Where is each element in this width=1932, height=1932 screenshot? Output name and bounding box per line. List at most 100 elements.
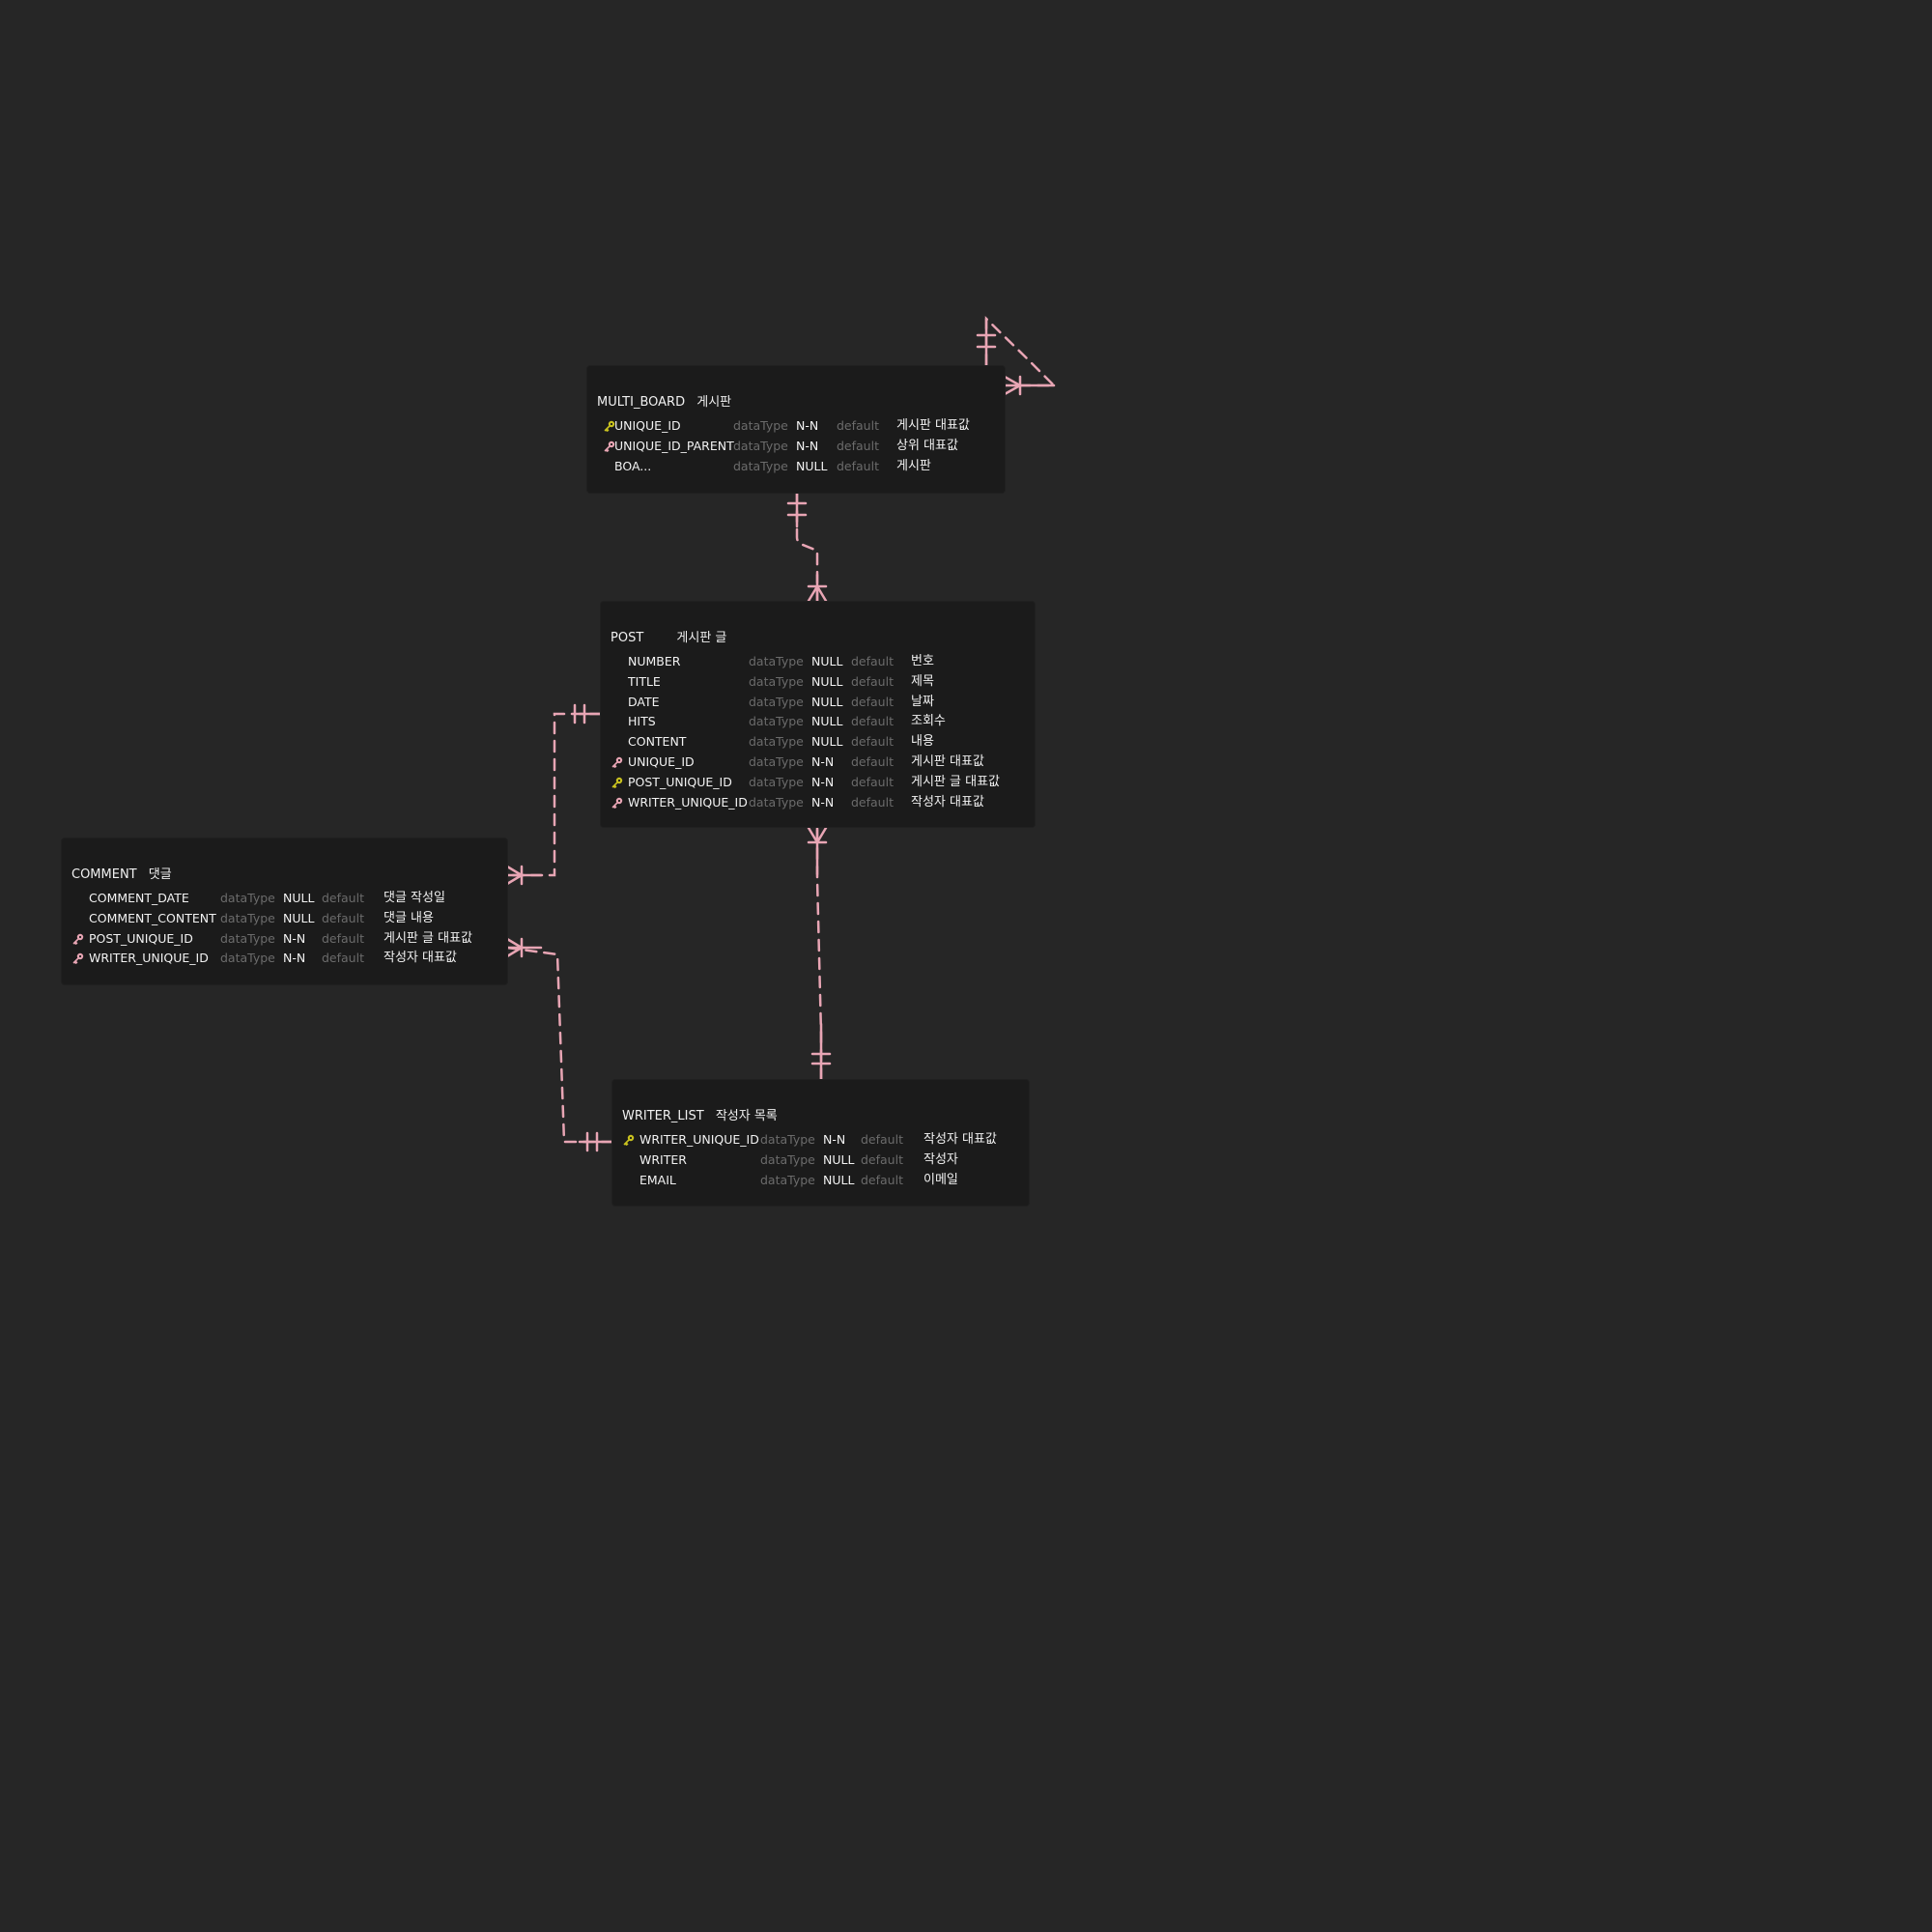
column-default[interactable]: default [837,458,879,473]
column-row[interactable]: DATE dataType NULL default 날짜 [601,693,1035,712]
column-nullable[interactable]: NULL [823,1172,855,1187]
column-name[interactable]: UNIQUE_ID [614,418,681,433]
column-name[interactable]: COMMENT_CONTENT [89,910,216,925]
column-comment[interactable]: 댓글 내용 [384,910,434,925]
column-name[interactable]: WRITER [639,1151,687,1167]
column-comment[interactable]: 게시판 대표값 [896,418,970,433]
column-comment[interactable]: 게시판 [896,458,931,473]
column-nullable[interactable]: NULL [796,458,828,473]
column-default[interactable]: default [851,694,894,709]
column-name[interactable]: WRITER_UNIQUE_ID [628,794,748,810]
column-comment[interactable]: 날짜 [911,694,934,709]
column-datatype[interactable]: dataType [760,1172,815,1187]
column-row[interactable]: UNIQUE_ID dataType N-N default 게시판 대표값 [587,416,1005,436]
column-row[interactable]: COMMENT_CONTENT dataType NULL default 댓글 내용 [62,909,507,928]
column-comment[interactable]: 조회수 [911,714,946,729]
column-nullable[interactable]: NULL [811,714,843,729]
column-comment[interactable]: 게시판 글 대표값 [384,930,472,946]
column-datatype[interactable]: dataType [220,951,275,966]
column-default[interactable]: default [322,951,364,966]
column-name[interactable]: POST_UNIQUE_ID [628,774,732,789]
column-row[interactable]: UNIQUE_ID dataType N-N default 게시판 대표값 [601,753,1035,772]
column-nullable[interactable]: N-N [796,418,819,433]
column-nullable[interactable]: N-N [811,754,835,769]
column-comment[interactable]: 작성자 대표값 [384,951,457,966]
column-default[interactable]: default [851,794,894,810]
column-name[interactable]: EMAIL [639,1172,676,1187]
column-datatype[interactable]: dataType [220,930,275,946]
column-row[interactable]: BOA... dataType NULL default 게시판 [587,457,1005,476]
column-datatype[interactable]: dataType [749,794,804,810]
column-name[interactable]: WRITER_UNIQUE_ID [89,951,209,966]
column-nullable[interactable]: NULL [283,910,315,925]
relation-writer-comment[interactable] [505,937,614,1152]
column-comment[interactable]: 번호 [911,654,934,668]
column-datatype[interactable]: dataType [749,734,804,750]
column-nullable[interactable]: N-N [283,930,306,946]
column-default[interactable]: default [861,1132,903,1147]
column-datatype[interactable]: dataType [733,418,788,433]
column-datatype[interactable]: dataType [220,891,275,905]
column-nullable[interactable]: N-N [283,951,306,966]
column-name[interactable]: TITLE [628,673,661,689]
column-comment[interactable]: 제목 [911,673,934,689]
column-comment[interactable]: 댓글 작성일 [384,891,445,905]
column-datatype[interactable]: dataType [220,910,275,925]
column-datatype[interactable]: dataType [760,1151,815,1167]
column-comment[interactable]: 작성자 대표값 [923,1132,997,1147]
column-default[interactable]: default [837,438,879,453]
column-datatype[interactable]: dataType [749,754,804,769]
relation-post-comment[interactable] [505,703,603,886]
column-nullable[interactable]: N-N [823,1132,846,1147]
column-default[interactable]: default [851,673,894,689]
column-comment[interactable]: 게시판 대표값 [911,754,984,769]
column-nullable[interactable]: N-N [796,438,819,453]
column-nullable[interactable]: NULL [823,1151,855,1167]
column-nullable[interactable]: NULL [811,654,843,668]
column-name[interactable]: HITS [628,714,656,729]
column-default[interactable]: default [322,910,364,925]
column-nullable[interactable]: NULL [811,694,843,709]
column-datatype[interactable]: dataType [733,458,788,473]
column-comment[interactable]: 상위 대표값 [896,438,958,453]
column-nullable[interactable]: NULL [811,673,843,689]
column-datatype[interactable]: dataType [749,694,804,709]
column-name[interactable]: WRITER_UNIQUE_ID [639,1132,759,1147]
column-default[interactable]: default [861,1151,903,1167]
column-default[interactable]: default [322,891,364,905]
column-default[interactable]: default [851,754,894,769]
column-name[interactable]: BOA... [614,458,652,473]
column-nullable[interactable]: N-N [811,774,835,789]
column-nullable[interactable]: NULL [283,891,315,905]
column-default[interactable]: default [837,418,879,433]
column-datatype[interactable]: dataType [749,673,804,689]
column-name[interactable]: UNIQUE_ID [628,754,695,769]
relation-writer-post[interactable] [807,826,832,1081]
column-datatype[interactable]: dataType [749,654,804,668]
column-name[interactable]: CONTENT [628,734,687,750]
column-nullable[interactable]: NULL [811,734,843,750]
column-name[interactable]: DATE [628,694,660,709]
column-comment[interactable]: 이메일 [923,1172,958,1187]
column-datatype[interactable]: dataType [760,1132,815,1147]
column-datatype[interactable]: dataType [733,438,788,453]
column-datatype[interactable]: dataType [749,774,804,789]
column-name[interactable]: UNIQUE_ID_PARENT [614,438,734,453]
column-name[interactable]: NUMBER [628,654,681,668]
relation-multiboard-self[interactable] [976,316,1058,396]
column-default[interactable]: default [322,930,364,946]
column-comment[interactable]: 작성자 대표값 [911,794,984,810]
